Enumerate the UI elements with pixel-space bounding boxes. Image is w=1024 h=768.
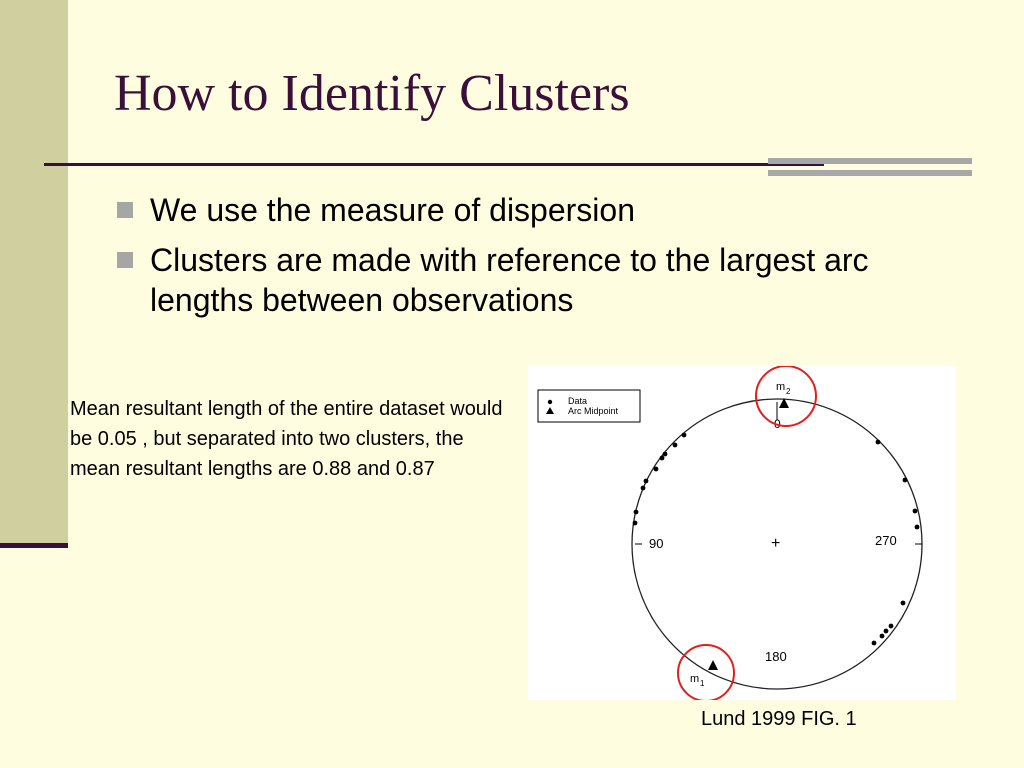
center-marker: +: [771, 535, 780, 552]
legend-midpoint-label: Arc Midpoint: [568, 406, 619, 416]
figure-caption: Mean resultant length of the entire data…: [70, 398, 503, 480]
bullet-text: We use the measure of dispersion: [150, 192, 635, 228]
data-point: [643, 478, 649, 484]
data-point: [875, 439, 881, 445]
m1-subscript: 1: [700, 679, 705, 688]
square-bullet-icon: [117, 252, 133, 268]
figure-source: Lund 1999 FIG. 1: [701, 708, 857, 730]
slide-title: How to Identify Clusters: [114, 65, 630, 122]
m1-label: m: [690, 673, 699, 685]
data-point: [633, 509, 639, 515]
data-point: [681, 432, 687, 438]
bullet-item: We use the measure of dispersion: [114, 190, 914, 230]
angle-label-270: 270: [875, 533, 897, 548]
data-points: [632, 432, 920, 646]
data-point: [632, 520, 638, 526]
data-point: [888, 623, 894, 629]
legend-triangle-icon: [546, 407, 554, 414]
arc-midpoint-m1-icon: [708, 660, 718, 670]
m1-highlight-circle: [677, 644, 735, 700]
bullet-text: Clusters are made with reference to the …: [150, 242, 869, 318]
side-accent-bar: [0, 0, 68, 546]
bullet-item: Clusters are made with reference to the …: [114, 240, 914, 320]
legend-data-label: Data: [568, 396, 587, 406]
bullet-list: We use the measure of dispersion Cluster…: [114, 190, 914, 330]
m2-highlight-circle: [755, 366, 817, 427]
data-point: [912, 508, 918, 514]
title-rule-accent-top: [768, 158, 972, 164]
data-point: [900, 600, 906, 606]
data-point: [879, 633, 885, 639]
data-point: [883, 628, 889, 634]
data-point: [659, 455, 665, 461]
arc-midpoint-m2-icon: [779, 398, 789, 408]
angle-label-90: 90: [649, 536, 663, 551]
data-point: [640, 485, 646, 491]
data-point: [902, 477, 908, 483]
title-rule: [44, 163, 824, 166]
data-point: [653, 466, 659, 472]
data-point: [672, 442, 678, 448]
legend-box: [537, 389, 641, 423]
circle-diagram: Data Arc Midpoint 0 90 270 180 +: [537, 366, 923, 700]
title-rule-accent-bottom: [768, 170, 972, 176]
data-point: [662, 451, 668, 457]
angle-label-180: 180: [765, 649, 787, 664]
circular-data-figure: Data Arc Midpoint 0 90 270 180 +: [528, 366, 956, 700]
m2-label: m: [776, 381, 785, 393]
figure-legend: Data Arc Midpoint: [537, 389, 641, 423]
data-point: [914, 524, 920, 530]
side-accent-line: [0, 543, 68, 548]
legend-dot-icon: [547, 399, 553, 405]
data-point: [871, 640, 877, 646]
square-bullet-icon: [117, 202, 133, 218]
m2-subscript: 2: [786, 387, 791, 396]
